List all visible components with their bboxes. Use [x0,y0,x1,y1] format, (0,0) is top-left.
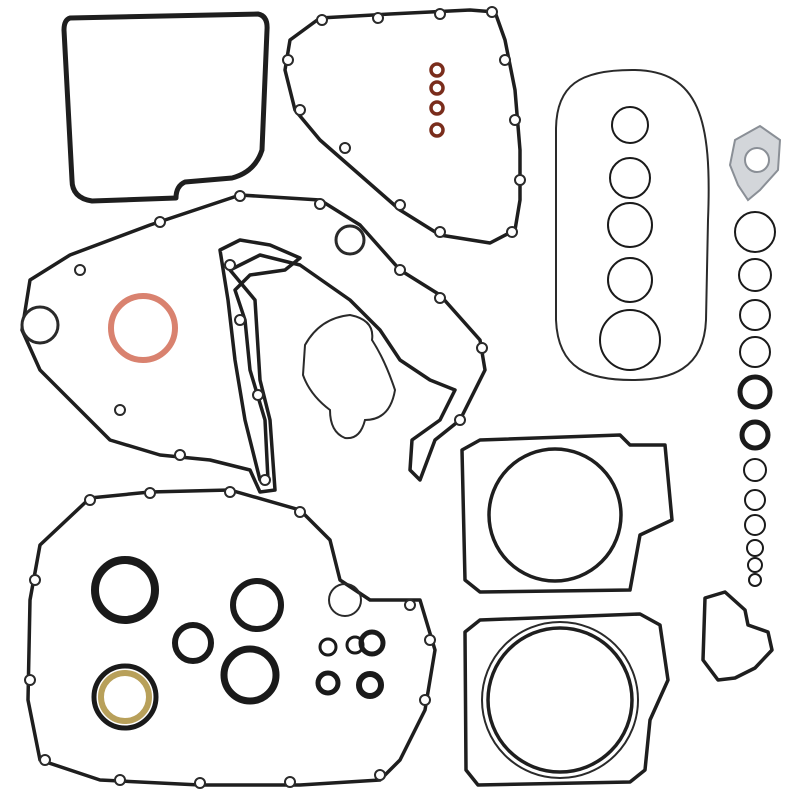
bolt-hole [24,674,36,686]
cylinder-head-gasket [463,612,670,787]
bolt-hole [419,694,431,706]
ignition-cover-gasket [282,6,526,245]
bolt-hole [509,114,521,126]
small-o-rings [429,62,445,138]
o-ring [739,336,771,368]
bolt-hole [282,54,294,66]
small-o-ring [429,80,445,96]
bolt-hole [294,104,306,116]
bolt-hole [514,174,526,186]
oil-seals [91,556,386,731]
bolt-hole [372,12,384,24]
oil-seal [172,622,214,664]
water-pump-gasket [301,313,397,440]
oil-seal [356,671,384,699]
cylinder-base-gasket [460,433,674,594]
bolt-hole [316,14,328,26]
bolt-hole [424,634,436,646]
bolt-hole [454,414,466,426]
small-o-ring [429,62,445,78]
o-ring [734,211,776,253]
bolt-hole [234,314,246,326]
bolt-hole [476,342,488,354]
bolt-hole [252,389,264,401]
o-ring [737,374,773,410]
crankcase-gasket [20,190,488,494]
bolt-hole [74,264,86,276]
bolt-hole [404,599,416,611]
oil-seal [230,578,284,632]
bolt-hole [39,754,51,766]
bolt-hole [29,574,41,586]
large-oval-o-ring [555,68,710,382]
valve-cover-gasket [61,11,270,204]
bolt-hole [144,487,156,499]
o-ring [746,539,764,557]
bolt-hole [486,6,498,18]
bolt-hole [259,474,271,486]
o-ring [747,557,763,573]
o-ring [607,257,653,303]
bolt-hole [294,506,306,518]
bolt-hole [394,199,406,211]
clutch-cover-gasket [24,486,437,789]
oil-seal [91,556,159,624]
o-ring [607,202,653,248]
o-ring [738,258,772,292]
o-ring-set [599,106,661,371]
o-ring [743,458,767,482]
oil-seal-insert [98,670,152,724]
bolt-hole [434,226,446,238]
bolt-hole [234,190,246,202]
bolt-hole [314,198,326,210]
bolt-hole [154,216,166,228]
bolt-hole [434,8,446,20]
oil-seal [91,663,159,731]
bolt-hole [224,486,236,498]
bolt-hole [114,404,126,416]
o-ring-column [734,211,776,587]
o-ring [599,309,661,371]
bolt-hole [224,259,236,271]
bolt-hole [434,292,446,304]
bolt-hole [374,769,386,781]
o-ring [748,573,762,587]
o-ring [744,489,766,511]
bolt-hole [194,777,206,789]
bolt-hole [506,226,518,238]
bolt-hole [394,264,406,276]
copper-exhaust-ring [108,293,178,363]
small-o-ring [429,122,445,138]
oil-seal [318,637,338,657]
o-ring [739,299,771,331]
o-ring [744,514,766,536]
oil-pump-gasket [701,590,774,682]
o-ring [609,157,651,199]
oil-seal [220,645,280,705]
bolt-hole [284,776,296,788]
bolt-hole [339,142,351,154]
bolt-hole [114,774,126,786]
small-o-ring [429,100,445,116]
bolt-hole [84,494,96,506]
bolt-hole [174,449,186,461]
oil-seal [315,670,341,696]
bolt-hole [499,54,511,66]
o-ring [739,419,771,451]
oil-seal [358,629,386,657]
o-ring [611,106,649,144]
